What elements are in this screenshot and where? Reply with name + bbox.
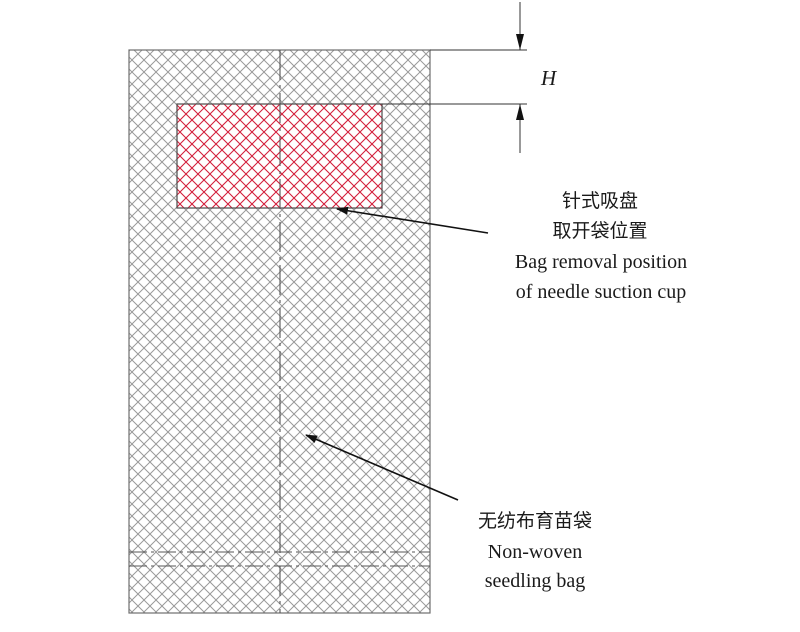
dimension-h-label: H	[541, 66, 557, 90]
suction-callout-en-line1: Bag removal position	[514, 251, 688, 273]
dimension-h	[382, 2, 527, 153]
dimension-arrow-up	[516, 104, 524, 120]
leader-suction-cup	[336, 206, 489, 234]
leader-bag	[305, 434, 459, 501]
bag-callout-en-line1: Non-woven	[487, 541, 583, 563]
suction-callout-cn-line1: 针式吸盘	[561, 190, 638, 212]
suction-callout-cn-line2: 取开袋位置	[552, 220, 648, 242]
bag-callout-cn: 无纺布育苗袋	[477, 510, 592, 532]
dimension-arrow-down	[516, 34, 524, 50]
suction-callout-en-line2: of needle suction cup	[515, 281, 687, 303]
bag-callout-en-line2: seedling bag	[484, 570, 586, 592]
